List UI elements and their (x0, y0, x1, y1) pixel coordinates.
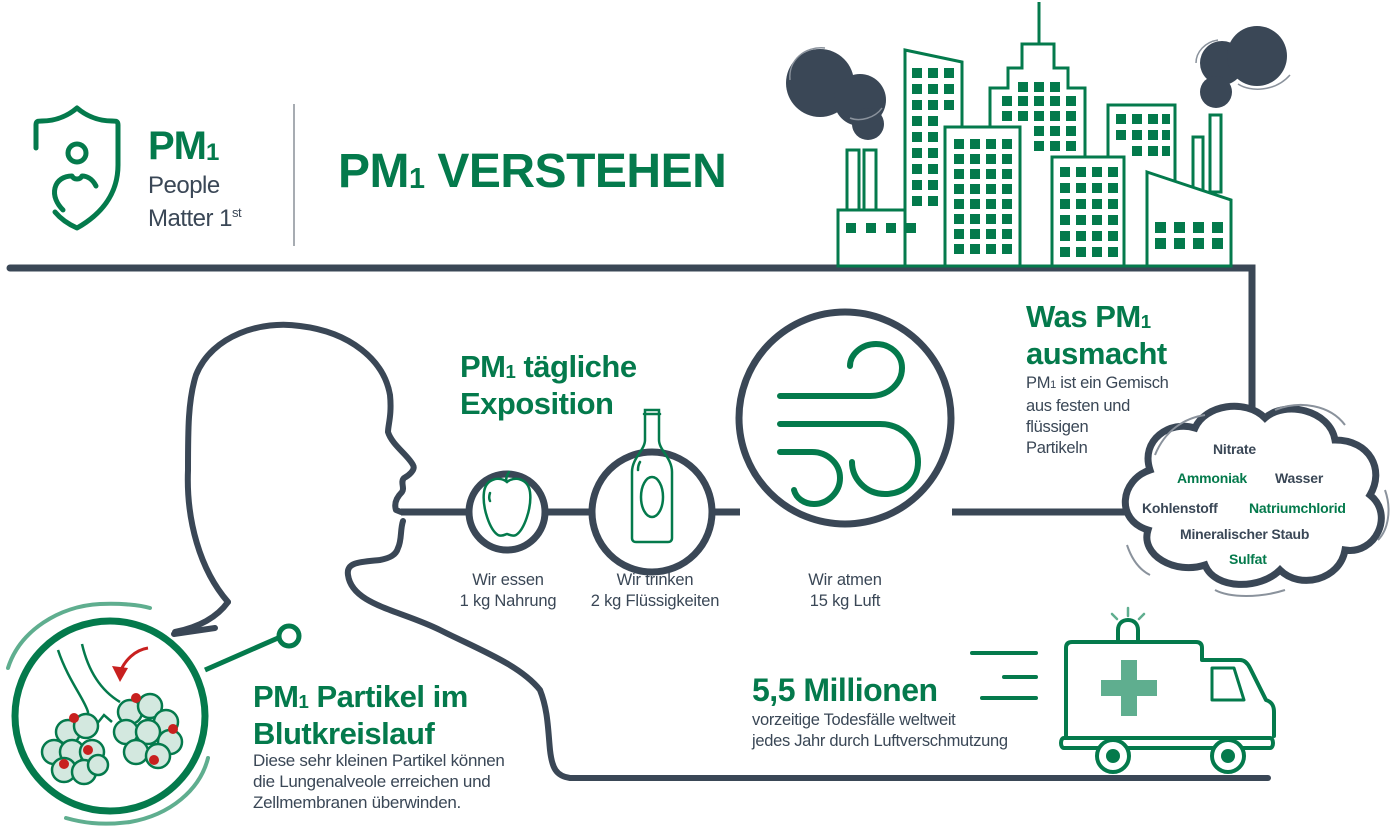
bottle-icon (630, 408, 674, 544)
city-skyline-icon (786, 2, 1291, 268)
component-nitrate: Nitrate (1213, 441, 1256, 457)
deaths-description: vorzeitige Todesfälle weltweit jedes Jah… (752, 711, 1008, 750)
brand-line-2: Matter 1st (148, 205, 242, 232)
shield-person-icon (33, 105, 121, 231)
page-title: PM1 VERSTEHEN (338, 145, 727, 198)
bloodstream-heading: PM1 Partikel im Blutkreislauf (253, 679, 468, 751)
ambulance-wheel-hubs (1106, 749, 1235, 763)
wind-icon (777, 340, 922, 508)
apple-circle (465, 470, 549, 554)
deaths-figure: 5,5 Millionen (752, 672, 938, 708)
component-mineralischer-staub: Mineralischer Staub (1180, 526, 1310, 542)
composition-heading: Was PM1 ausmacht (1026, 299, 1167, 371)
lung-alveoli-icon (6, 601, 302, 826)
composition-cloud-icon (1121, 402, 1390, 597)
medical-cross-icon (1101, 660, 1157, 716)
component-natriumchlorid: Natriumchlorid (1249, 500, 1346, 516)
brand-block: PM1 People Matter 1st (148, 124, 242, 232)
component-ammoniak: Ammoniak (1177, 470, 1247, 486)
bottle-circle (588, 448, 716, 576)
bloodstream-description: Diese sehr kleinen Partikel können die L… (253, 751, 505, 812)
composition-description: PM1 ist ein Gemisch aus festen und flüss… (1026, 374, 1169, 457)
exposure-heading: PM1 tägliche Exposition (460, 349, 637, 421)
head-profile-icon (171, 321, 1271, 781)
wind-circle (735, 308, 955, 528)
component-kohlenstoff: Kohlenstoff (1142, 500, 1218, 516)
component-sulfat: Sulfat (1229, 551, 1267, 567)
brand-line-1: People (148, 172, 220, 199)
component-wasser: Wasser (1275, 470, 1324, 486)
apple-icon (482, 470, 532, 537)
brand-pm: PM1 (148, 124, 219, 168)
